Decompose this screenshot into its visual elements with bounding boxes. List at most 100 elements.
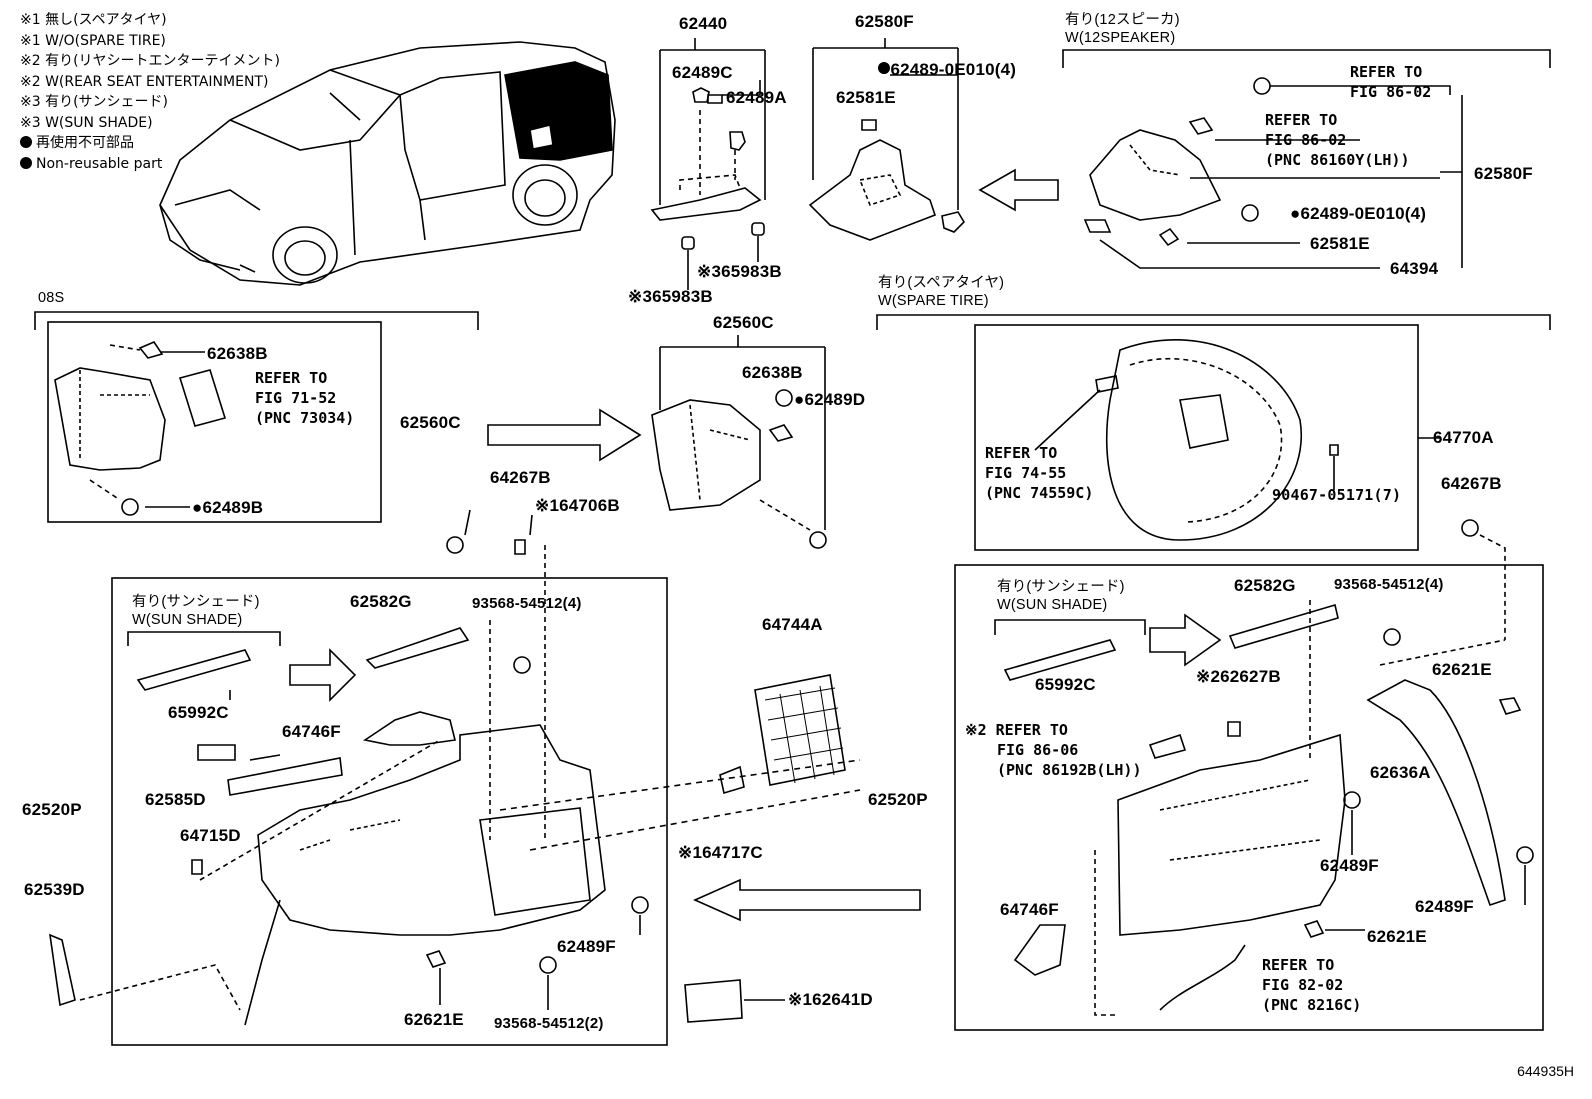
part-label: 62539D xyxy=(24,880,85,899)
legend-text: 再使用不可部品 xyxy=(36,135,134,151)
p64717C-shape xyxy=(719,765,745,795)
p62440-assembly xyxy=(650,38,766,290)
legend-non-reusable-jp: 再使用不可部品 xyxy=(20,133,280,154)
legend-line: ※1 W/O(SPARE TIRE) xyxy=(20,32,166,49)
part-label: ※262627B xyxy=(1196,667,1281,686)
part-label: 64267B xyxy=(1441,474,1502,493)
part-label: 65992C xyxy=(1035,675,1096,694)
refer-line: REFER TO xyxy=(1265,111,1338,129)
part-label: 64746F xyxy=(282,722,341,741)
part-label: ※164706B xyxy=(535,496,620,515)
legend-line: ※3 W(SUN SHADE) xyxy=(20,114,153,131)
o8s-group xyxy=(34,311,479,523)
refer-block: REFER TO FIG 71-52 (PNC 73034) xyxy=(255,368,354,428)
part-label: 62489A xyxy=(726,88,787,107)
part-label: 93568-54512(4) xyxy=(472,595,582,612)
part-label: 62489F xyxy=(1320,856,1379,875)
part-label: 62621E xyxy=(1367,927,1427,946)
part-label: 62621E xyxy=(1432,660,1492,679)
arrow-left-bottom xyxy=(693,878,921,922)
part-label: 62520P xyxy=(22,800,82,819)
p64744A-shape xyxy=(754,674,846,786)
part-label: ●62489D xyxy=(794,390,866,409)
refer-line: REFER TO xyxy=(985,444,1058,462)
part-label: 62489C xyxy=(672,63,733,82)
part-label: ※164717C xyxy=(678,843,763,862)
refer-line: ※2 REFER TO xyxy=(965,721,1068,739)
part-label: 62581E xyxy=(836,88,896,107)
refer-block: REFER TO FIG 74-55 (PNC 74559C) xyxy=(985,443,1093,503)
refer-block: REFER TO FIG 86-02 (PNC 86160Y(LH)) xyxy=(1265,110,1410,170)
part-label: 64267B xyxy=(490,468,551,487)
part-label: 62581E xyxy=(1310,234,1370,253)
part-label: 90467-05171(7) xyxy=(1272,486,1402,504)
refer-line: FIG 86-02 xyxy=(1350,83,1432,101)
non-reusable-dot-icon xyxy=(20,136,32,148)
part-label: 62621E xyxy=(404,1010,464,1029)
part-label: 62638B xyxy=(207,344,268,363)
group-note-speaker-en: W(12SPEAKER) xyxy=(1065,30,1176,46)
refer-line: (PNC 74559C) xyxy=(985,484,1094,502)
refer-line: FIG 74-55 xyxy=(985,464,1067,482)
part-label: 64715D xyxy=(180,826,241,845)
left-main-group xyxy=(111,545,668,1046)
part-label: 62636A xyxy=(1370,763,1431,782)
part-label: 64394 xyxy=(1390,259,1439,278)
legend-non-reusable-en: Non-reusable part xyxy=(20,154,280,175)
group-note-sunshade-right-jp: 有り(サンシェード) xyxy=(997,579,1125,595)
non-reusable-dot-icon xyxy=(20,156,32,169)
part-label: 64746F xyxy=(1000,900,1059,919)
refer-line: FIG 71-52 xyxy=(255,389,337,407)
part-label: 62580F xyxy=(1474,164,1533,183)
refer-line: FIG 86-06 xyxy=(997,741,1079,759)
part-label: 93568-54512(2) xyxy=(494,1015,604,1032)
part-label: ※162641D xyxy=(788,990,873,1009)
group-note-sunshade-left-jp: 有り(サンシェード) xyxy=(132,594,260,610)
part-label: 64744A xyxy=(762,615,823,634)
speaker-group xyxy=(1062,49,1551,269)
p62539D-shape xyxy=(49,933,76,1007)
p62641D-shape xyxy=(684,979,743,1023)
vehicle-illustration xyxy=(159,41,616,286)
right-main-group xyxy=(954,564,1544,1031)
refer-line: (PNC 8216C) xyxy=(1262,996,1362,1014)
refer-line: FIG 82-02 xyxy=(1262,976,1344,994)
group-note-spare-jp: 有り(スペアタイヤ) xyxy=(878,275,1005,291)
refer-block: REFER TO FIG 82-02 (PNC 8216C) xyxy=(1262,955,1361,1015)
part-label: 93568-54512(4) xyxy=(1334,576,1444,593)
legend-line: ※1 無し(スペアタイヤ) xyxy=(20,12,167,28)
part-label: 62582G xyxy=(350,592,412,611)
refer-line: (PNC 73034) xyxy=(255,409,355,427)
part-label: ●62489-0E010(4) xyxy=(880,60,1017,79)
p62560C-center-assembly xyxy=(651,335,827,549)
part-label: 62560C xyxy=(713,313,774,332)
refer-line: (PNC 86160Y(LH)) xyxy=(1265,151,1410,169)
figure-code: 644935H xyxy=(1517,1063,1574,1079)
part-label: ●62489-0E010(4) xyxy=(1290,204,1427,223)
part-label: ●62489B xyxy=(192,498,264,517)
legend-line: ※2 W(REAR SEAT ENTERTAINMENT) xyxy=(20,73,269,90)
part-label: 62582G xyxy=(1234,576,1296,595)
refer-block: REFER TO FIG 86-02 xyxy=(1350,62,1431,102)
part-label: 62489F xyxy=(557,937,616,956)
part-label: 62520P xyxy=(868,790,928,809)
part-label: ※365983B xyxy=(628,287,713,306)
legend-line: ※2 有り(リヤシートエンターテイメント) xyxy=(20,53,281,69)
legend: ※1 無し(スペアタイヤ) ※1 W/O(SPARE TIRE) ※2 有り(リ… xyxy=(20,10,280,174)
group-note-08s: 08S xyxy=(38,290,65,306)
part-label: ※365983B xyxy=(697,262,782,281)
part-label: 62489F xyxy=(1415,897,1474,916)
part-label: 65992C xyxy=(168,703,229,722)
p62580F-center-assembly xyxy=(808,38,966,241)
part-label: 62560C xyxy=(400,413,461,432)
legend-text: Non-reusable part xyxy=(36,155,163,172)
part-label: 62585D xyxy=(145,790,206,809)
refer-block: ※2 REFER TO FIG 86-06 (PNC 86192B(LH)) xyxy=(965,720,1142,780)
part-label: 62440 xyxy=(679,14,728,33)
arrow-right-center xyxy=(487,408,642,462)
refer-line: REFER TO xyxy=(1350,63,1423,81)
refer-line: (PNC 86192B(LH)) xyxy=(997,761,1142,779)
refer-line: REFER TO xyxy=(1262,956,1335,974)
part-label: 62580F xyxy=(855,12,914,31)
